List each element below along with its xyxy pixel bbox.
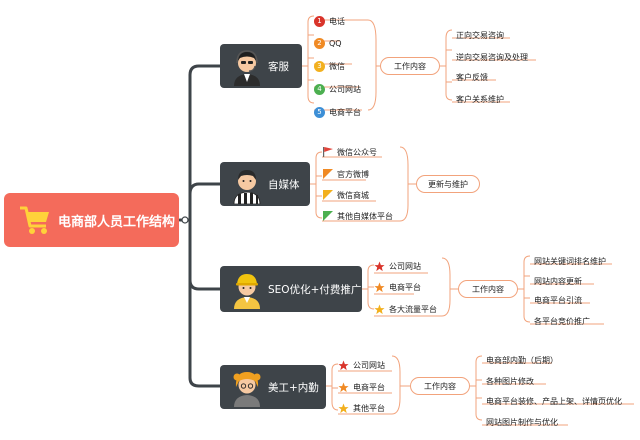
number-3-icon: 3 <box>314 60 325 72</box>
list-item[interactable]: 5 电商平台 <box>314 104 361 120</box>
list-item[interactable]: 电商平台 <box>338 379 385 395</box>
detail-item[interactable]: 逆向交易咨询及处理 <box>456 53 528 62</box>
branch-seo-promotion[interactable]: SEO优化+付费推广 <box>220 266 362 312</box>
branch-label: 美工+内勤 <box>268 381 319 394</box>
branch-self-media[interactable]: 自媒体 <box>220 162 310 206</box>
list-item[interactable]: 微信商城 <box>322 187 369 203</box>
star-orange-icon <box>374 281 385 293</box>
agent-with-headset-avatar <box>234 50 260 86</box>
number-4-icon: 4 <box>314 83 325 95</box>
branch-design-admin[interactable]: 美工+内勤 <box>220 365 326 409</box>
list-item[interactable]: 公司网站 <box>374 258 421 274</box>
root-node[interactable]: 电商部人员工作结构 <box>4 193 179 247</box>
list-item[interactable]: 各大流量平台 <box>374 301 437 317</box>
flag-yellow-icon <box>322 190 333 201</box>
shopping-cart-icon <box>20 206 49 234</box>
detail-item[interactable]: 各种图片修改 <box>486 377 534 386</box>
flag-green-icon <box>322 211 333 222</box>
detail-item[interactable]: 正向交易咨询 <box>456 31 504 40</box>
update-maintain-pill[interactable]: 更新与维护 <box>416 175 480 193</box>
work-content-pill[interactable]: 工作内容 <box>410 377 470 395</box>
branch-label: 自媒体 <box>268 178 300 191</box>
detail-item[interactable]: 客户关系维护 <box>456 95 504 104</box>
list-item[interactable]: 其他自媒体平台 <box>322 208 393 224</box>
root-label: 电商部人员工作结构 <box>58 214 176 230</box>
list-item[interactable]: 1 电话 <box>314 13 345 29</box>
list-item[interactable]: 2 QQ <box>314 35 342 51</box>
star-yellow-icon <box>338 402 349 414</box>
list-item[interactable]: 3 微信 <box>314 58 345 74</box>
list-item[interactable]: 电商平台 <box>374 279 421 295</box>
list-item[interactable]: 官方微博 <box>322 166 369 182</box>
star-yellow-icon <box>374 303 385 315</box>
detail-item[interactable]: 电商部内勤（后期） <box>486 356 558 365</box>
number-2-icon: 2 <box>314 37 325 49</box>
flag-red-icon <box>322 147 333 158</box>
detail-item[interactable]: 各平台竞价推广 <box>534 317 590 326</box>
branch-label: 客服 <box>268 60 289 73</box>
detail-item[interactable]: 网站图片制作与优化 <box>486 418 558 427</box>
referee-avatar <box>233 170 261 204</box>
list-item[interactable]: 微信公众号 <box>322 144 377 160</box>
detail-item[interactable]: 网站关键词排名维护 <box>534 257 606 266</box>
branch-label: SEO优化+付费推广 <box>268 283 362 296</box>
flag-orange-icon <box>322 169 333 180</box>
work-content-pill[interactable]: 工作内容 <box>458 280 518 298</box>
list-item[interactable]: 4 公司网站 <box>314 81 361 97</box>
designer-girl-avatar <box>233 372 261 407</box>
branch-customer-service[interactable]: 客服 <box>220 44 302 88</box>
list-item[interactable]: 公司网站 <box>338 357 385 373</box>
detail-item[interactable]: 电商平台装修、产品上架、详情页优化 <box>486 397 622 406</box>
work-content-pill[interactable]: 工作内容 <box>380 57 440 75</box>
detail-item[interactable]: 电商平台引流 <box>534 296 582 305</box>
detail-item[interactable]: 客户反馈 <box>456 73 488 82</box>
star-orange-icon <box>338 381 349 393</box>
star-red-icon <box>374 260 385 272</box>
engineer-avatar <box>234 274 260 309</box>
list-item[interactable]: 其他平台 <box>338 400 385 416</box>
star-red-icon <box>338 359 349 371</box>
number-1-icon: 1 <box>314 15 325 27</box>
number-5-icon: 5 <box>314 106 325 118</box>
detail-item[interactable]: 网站内容更新 <box>534 277 582 286</box>
